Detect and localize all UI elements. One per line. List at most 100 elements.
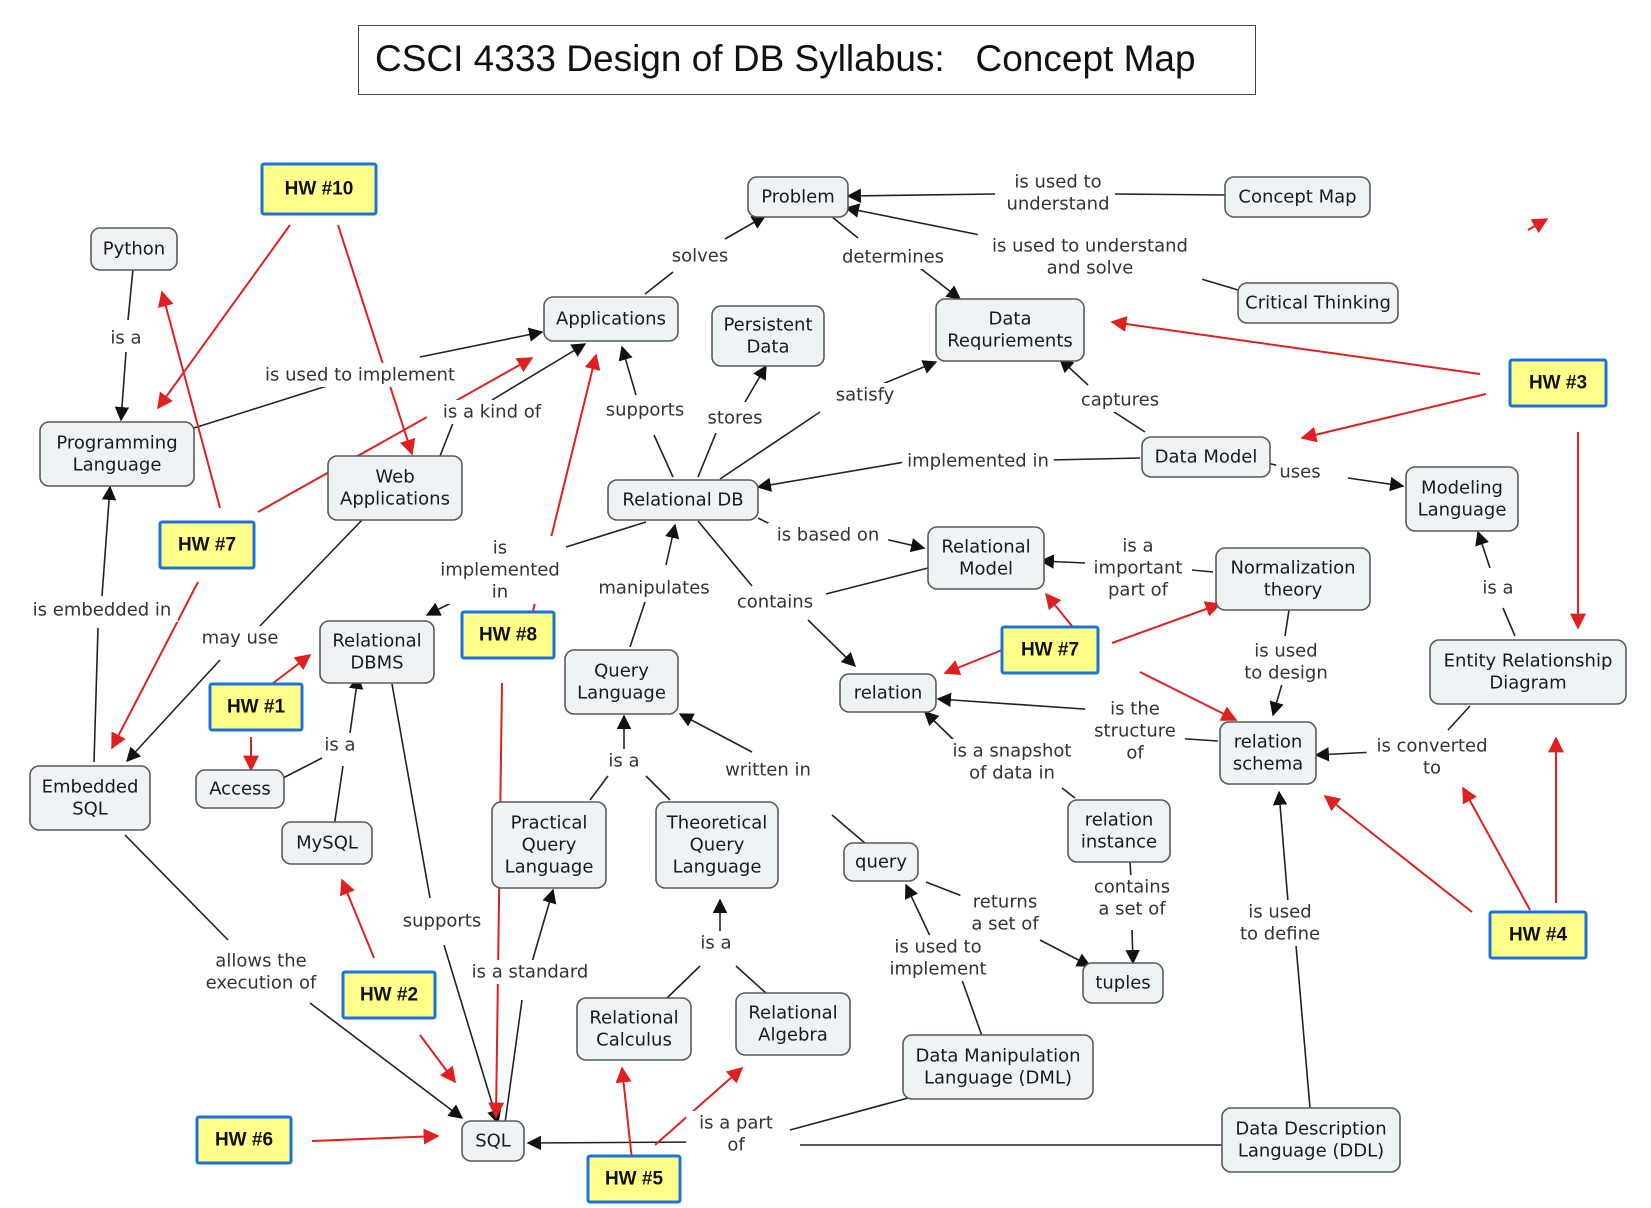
homework-badge-hw7a: HW #7 — [158, 520, 256, 570]
concept-node-problem: Problem — [747, 176, 849, 218]
link-label-supports-app: supports — [600, 398, 690, 422]
link-label-is-a-modeling: is a — [1474, 576, 1522, 600]
svg-text:HW #8: HW #8 — [479, 625, 537, 646]
link-label-manipulates: manipulates — [593, 576, 715, 600]
concept-links — [93, 188, 1516, 1151]
page-title: CSCI 4333 Design of DB Syllabus: Concept… — [358, 25, 1256, 95]
homework-badge-hw6: HW #6 — [195, 1115, 293, 1165]
link-label-stores: stores — [700, 406, 770, 430]
link-label-is-a-standard: is a standard — [459, 960, 601, 984]
svg-text:is a standard: is a standard — [472, 962, 589, 983]
concept-node-access: Access — [195, 769, 285, 809]
svg-text:HW #3: HW #3 — [1529, 373, 1587, 394]
svg-text:HW #2: HW #2 — [360, 985, 418, 1006]
svg-text:HW #6: HW #6 — [215, 1130, 273, 1151]
link-label-may-use: may use — [200, 626, 280, 650]
concept-node-query: query — [843, 842, 919, 882]
svg-text:uses: uses — [1279, 462, 1320, 483]
svg-text:MySQL: MySQL — [296, 833, 358, 854]
concept-node-relation: relation — [839, 673, 937, 713]
homework-badge-hw2: HW #2 — [341, 970, 437, 1020]
svg-text:Applications: Applications — [556, 309, 666, 330]
svg-text:query: query — [855, 852, 907, 873]
svg-text:is embedded in: is embedded in — [33, 600, 172, 621]
svg-text:written in: written in — [725, 760, 811, 781]
svg-text:HW #1: HW #1 — [227, 697, 286, 718]
link-label-is-embedded-in: is embedded in — [26, 598, 178, 622]
link-label-satisfy: satisfy — [825, 383, 905, 407]
svg-text:solves: solves — [672, 246, 729, 267]
svg-text:stores: stores — [708, 408, 763, 429]
svg-text:is a: is a — [700, 933, 731, 954]
concept-node-relational-db: Relational DB — [607, 479, 759, 521]
svg-text:implemented in: implemented in — [907, 451, 1049, 472]
homework-badge-hw7b: HW #7 — [1000, 625, 1100, 675]
link-label-contains: contains — [730, 590, 820, 614]
svg-text:SQL: SQL — [475, 1131, 511, 1152]
svg-text:Access: Access — [209, 779, 271, 800]
homework-badge-hw3: HW #3 — [1508, 358, 1608, 408]
svg-text:Python: Python — [103, 239, 165, 260]
homework-badge-hw4: HW #4 — [1488, 910, 1588, 960]
link-label-is-used-to-implement-app: is used to implement — [253, 363, 467, 387]
concept-node-sql: SQL — [461, 1120, 525, 1162]
link-label-uses: uses — [1276, 460, 1324, 484]
link-label-written-in: written in — [713, 758, 823, 782]
svg-text:is used to implement: is used to implement — [265, 365, 455, 386]
link-label-is-a-theory: is a — [692, 931, 740, 955]
svg-text:is a: is a — [110, 328, 141, 349]
svg-text:satisfy: satisfy — [836, 385, 895, 406]
svg-text:determines: determines — [842, 247, 944, 268]
svg-text:is based on: is based on — [777, 525, 880, 546]
concept-node-tuples: tuples — [1082, 962, 1164, 1004]
svg-text:manipulates: manipulates — [598, 578, 709, 599]
svg-text:Critical Thinking: Critical Thinking — [1245, 293, 1391, 314]
link-label-implemented-in: implemented in — [902, 449, 1054, 473]
svg-text:HW #7: HW #7 — [178, 535, 236, 556]
concept-node-applications: Applications — [543, 296, 679, 342]
svg-text:is a kind of: is a kind of — [443, 402, 542, 423]
